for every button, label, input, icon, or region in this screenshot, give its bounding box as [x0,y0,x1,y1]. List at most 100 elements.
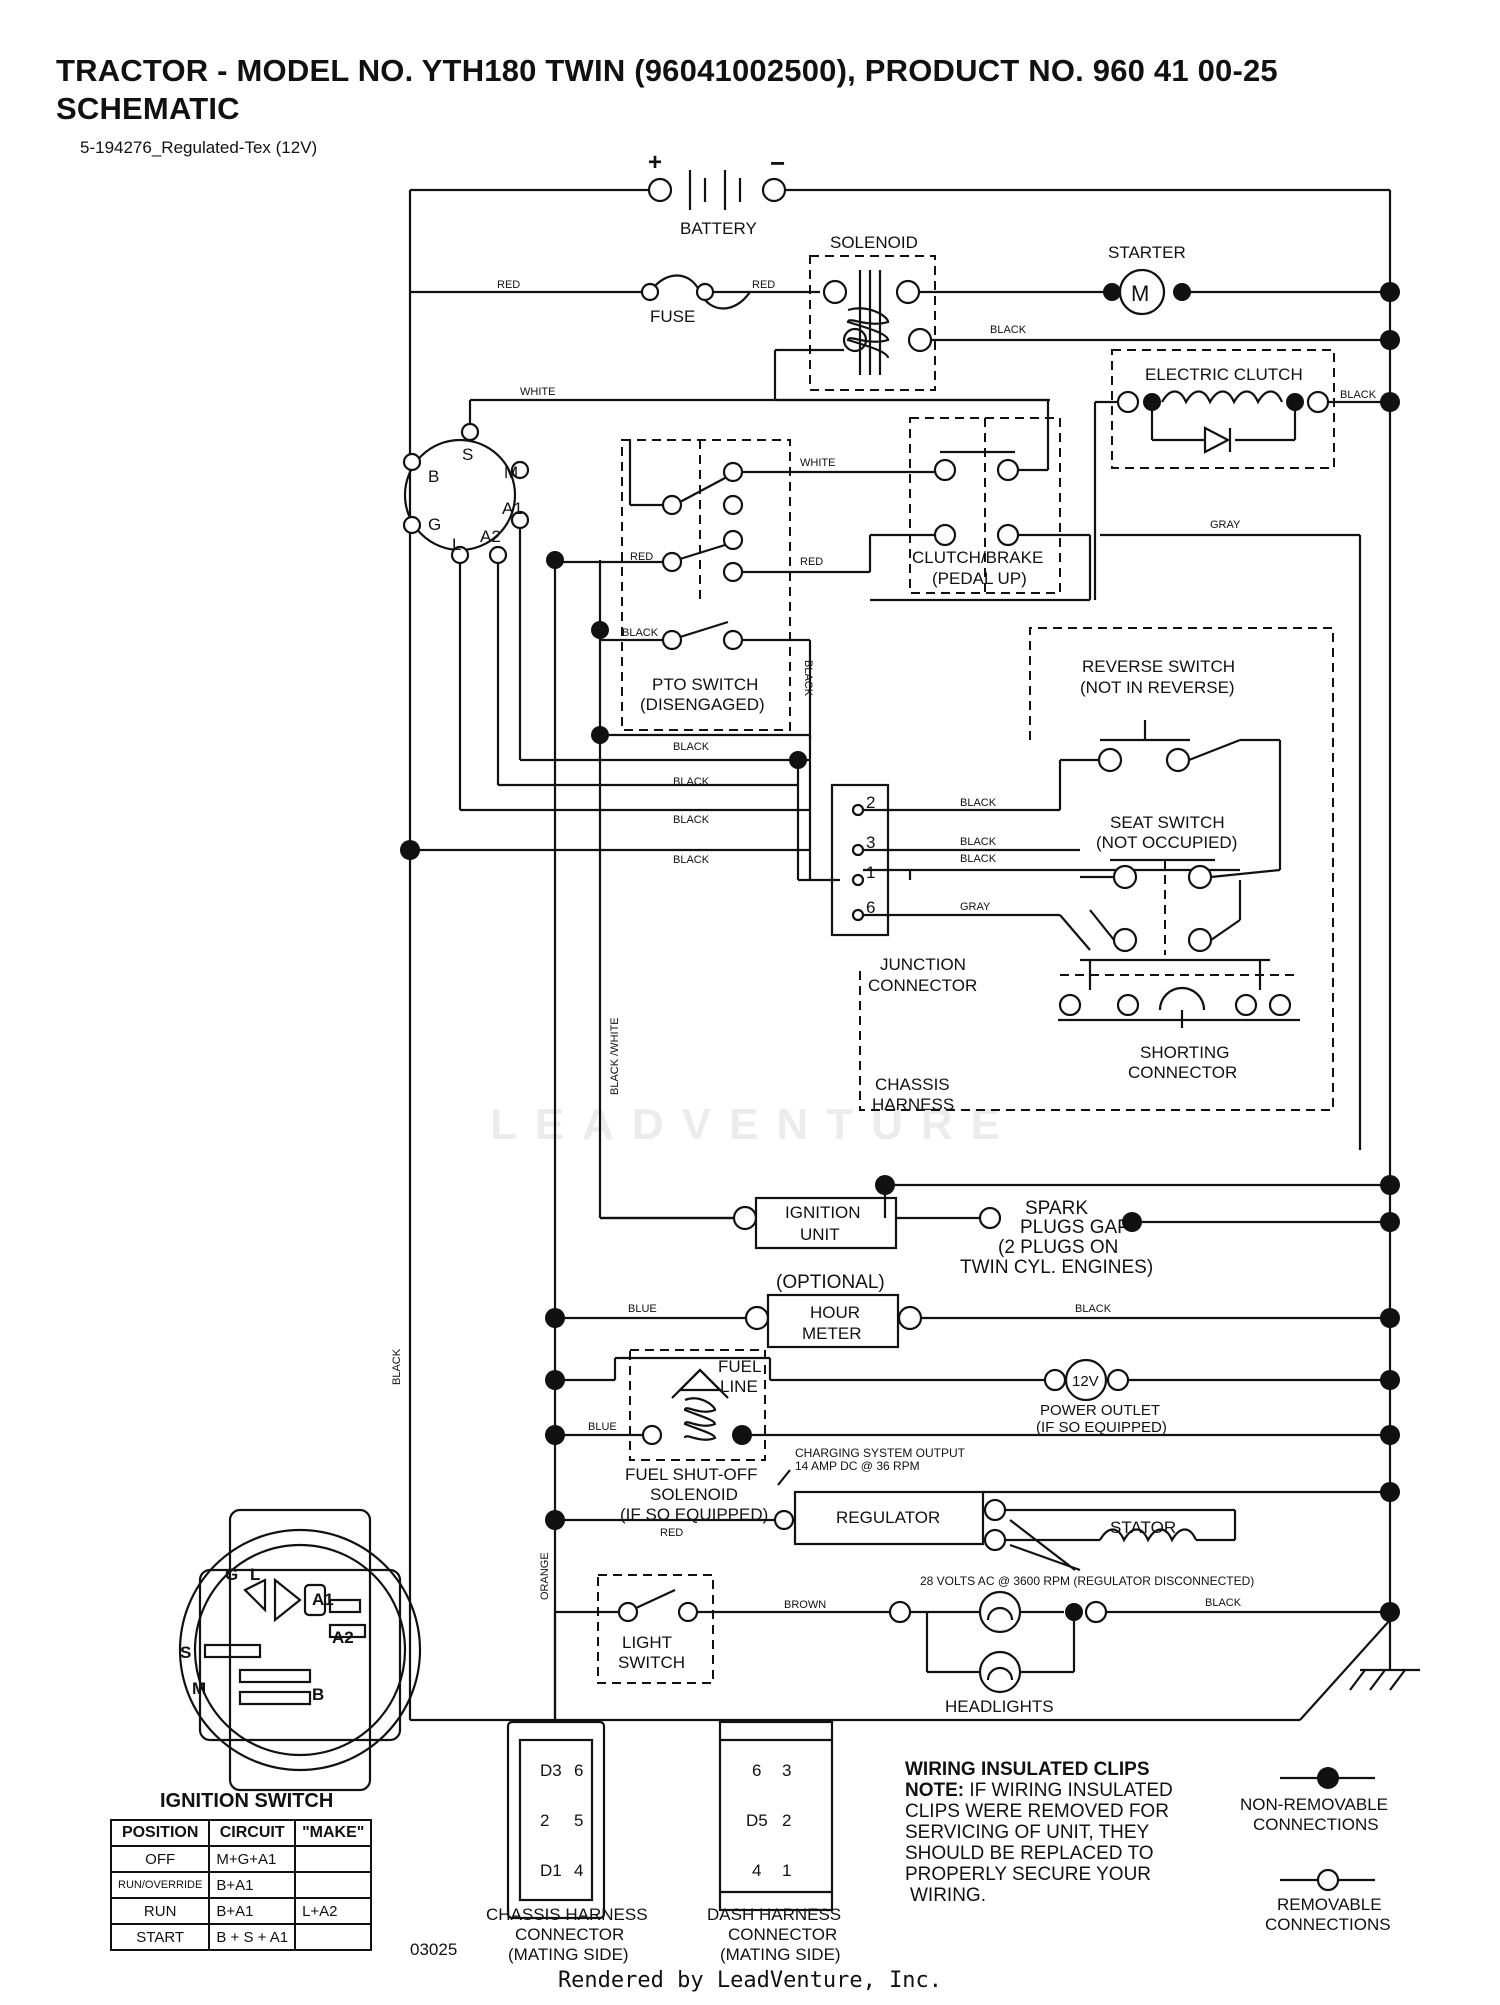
dash-pin-2: 2 [782,1811,791,1830]
clips-title: WIRING INSULATED CLIPS [905,1759,1150,1780]
spark-label-4: TWIN CYL. ENGINES) [960,1257,1153,1278]
wire-black-hour: BLACK [1075,1303,1112,1315]
shorting-label-1: SHORTING [1140,1043,1229,1062]
clips-line-1: NOTE: IF WIRING INSULATED [905,1780,1173,1801]
ignition-harness-lines: BLACK BLACK BLACK BLACK BLACK /WHITE BLA… [391,528,840,1720]
junction-label-1: JUNCTION [880,955,966,974]
fuse-label: FUSE [650,307,695,326]
fuse: FUSE RED RED [410,274,820,326]
non-removable-label-2: CONNECTIONS [1253,1815,1379,1834]
wire-black-8: BLACK [960,853,997,865]
chassis-label-1: CHASSIS [875,1075,950,1094]
electric-clutch-label: ELECTRIC CLUTCH [1145,365,1303,384]
pto-switch-label-1: PTO SWITCH [652,675,758,694]
ignition-switch-face: G L A1 A2 S M B [178,1508,422,1792]
wire-black-clutch: BLACK [1340,389,1377,401]
terminal-l: L [452,535,461,554]
chassis-pin-d3: D3 [540,1761,562,1780]
dash-connector-label-1: DASH HARNESS [707,1905,841,1924]
solenoid-label: SOLENOID [830,233,918,252]
non-removable-label-1: NON-REMOVABLE [1240,1795,1388,1814]
wire-black-pto: BLACK [622,627,659,639]
dash-pin-3: 3 [782,1761,791,1780]
cell-circuit: B+A1 [208,1897,297,1925]
removable-label-2: CONNECTIONS [1265,1915,1391,1934]
chassis-connector-label-2: CONNECTOR [515,1925,624,1944]
connection-legend: NON-REMOVABLE CONNECTIONS REMOVABLE CONN… [1240,1767,1391,1934]
terminal-a1: A1 [502,499,523,518]
dash-pin-4: 4 [752,1861,761,1880]
clips-note-lead: NOTE: [905,1780,964,1801]
pin-3: 3 [866,833,875,852]
header-circuit: CIRCUIT [208,1819,297,1847]
hour-meter-label-2: METER [802,1324,862,1343]
footer-credit: Rendered by LeadVenture, Inc. [557,1968,943,1993]
watermark-text: LEADVENTURE [490,1100,1019,1149]
light-switch-label-2: SWITCH [618,1653,685,1672]
spark-label-1: SPARK [1025,1198,1088,1219]
face-label-a2: A2 [332,1628,354,1647]
face-label-m: M [192,1679,206,1698]
ignition-unit-label-1: IGNITION [785,1203,861,1222]
seat-switch-label-1: SEAT SWITCH [1110,813,1225,832]
header-position: POSITION [109,1819,211,1847]
title-line-2: SCHEMATIC [56,91,240,126]
wire-gray-2: GRAY [960,901,991,913]
seat-switch-label-2: (NOT OCCUPIED) [1096,833,1237,852]
chassis-pin-4: 4 [574,1861,583,1880]
face-label-g: G [225,1565,238,1584]
wire-black-2: BLACK [673,741,710,753]
title-line-1: TRACTOR - MODEL NO. YTH180 TWIN (9604100… [56,53,1278,88]
dash-pin-1: 1 [782,1861,791,1880]
fuel-shutoff-solenoid: FUEL LINE BLUE FUEL SHUT-OFF SOLENOID (I… [545,1349,1400,1524]
junction-connector: 2 3 1 6 BLACK BLACK BLACK GRAY JUNCTION … [830,758,1240,995]
wire-orange: ORANGE [539,1552,551,1600]
charging-label-1: CHARGING SYSTEM OUTPUT [795,1446,966,1460]
terminal-m: M [504,463,518,482]
chassis-harness-connector: D3 6 2 5 D1 4 CHASSIS HARNESS CONNECTOR … [486,1720,648,1964]
light-switch-label-1: LIGHT [622,1633,672,1652]
reverse-switch-label-2: (NOT IN REVERSE) [1080,678,1235,697]
pin-1: 1 [866,863,875,882]
wire-black-3: BLACK [673,776,710,788]
wiring-clips-note: WIRING INSULATED CLIPS NOTE: IF WIRING I… [905,1759,1173,1906]
spark-label-3: (2 PLUGS ON [998,1237,1118,1258]
cell-make [294,1923,373,1951]
wire-black-main: BLACK [391,1348,403,1385]
cell-circuit: B + S + A1 [208,1923,297,1951]
wire-black-6: BLACK [960,797,997,809]
wire-white-2: WHITE [800,457,835,469]
table-row: OFF M+G+A1 [109,1845,373,1873]
ignition-switch-table: POSITION CIRCUIT "MAKE" OFF M+G+A1 RUN/O… [109,1819,373,1951]
dash-pin-6: 6 [752,1761,761,1780]
table-row: RUN/OVERRIDE B+A1 [109,1871,373,1899]
clips-line-2: CLIPS WERE REMOVED FOR [905,1801,1169,1822]
clips-line-6: WIRING. [910,1885,986,1906]
diagram-code: 5-194276_Regulated-Tex (12V) [80,138,318,157]
ground-bus-dots [1380,282,1400,412]
power-outlet-label-2: (IF SO EQUIPPED) [1036,1419,1167,1436]
cell-make [294,1845,373,1873]
wire-black-5: BLACK [673,854,710,866]
ignition-switch-title: IGNITION SWITCH [160,1790,334,1812]
ignition-switch-terminals: S B G L M A1 A2 WHITE [402,386,1050,565]
starter-label: STARTER [1108,243,1186,262]
chassis-connector-label-3: (MATING SIDE) [508,1945,629,1964]
stator-note: 28 VOLTS AC @ 3600 RPM (REGULATOR DISCON… [920,1574,1254,1588]
chassis-connector-label-1: CHASSIS HARNESS [486,1905,648,1924]
light-switch-headlights: ORANGE LIGHT SWITCH BROWN HEADLIGHTS BLA… [539,1552,1400,1720]
chassis-pin-6: 6 [574,1761,583,1780]
svg-text:+: + [648,149,662,176]
face-label-s: S [180,1643,191,1662]
pin-2: 2 [866,793,875,812]
power-outlet-label-1: POWER OUTLET [1040,1402,1160,1419]
cell-position: START [109,1923,211,1951]
starter-motor: M STARTER [1103,243,1390,316]
dash-connector-label-2: CONNECTOR [728,1925,837,1944]
shorting-label-2: CONNECTOR [1128,1063,1237,1082]
removable-label-1: REMOVABLE [1277,1895,1382,1914]
wire-black-white: BLACK /WHITE [609,1017,621,1095]
dash-connector-label-3: (MATING SIDE) [720,1945,841,1964]
electric-clutch: ELECTRIC CLUTCH BLACK [1093,349,1390,600]
